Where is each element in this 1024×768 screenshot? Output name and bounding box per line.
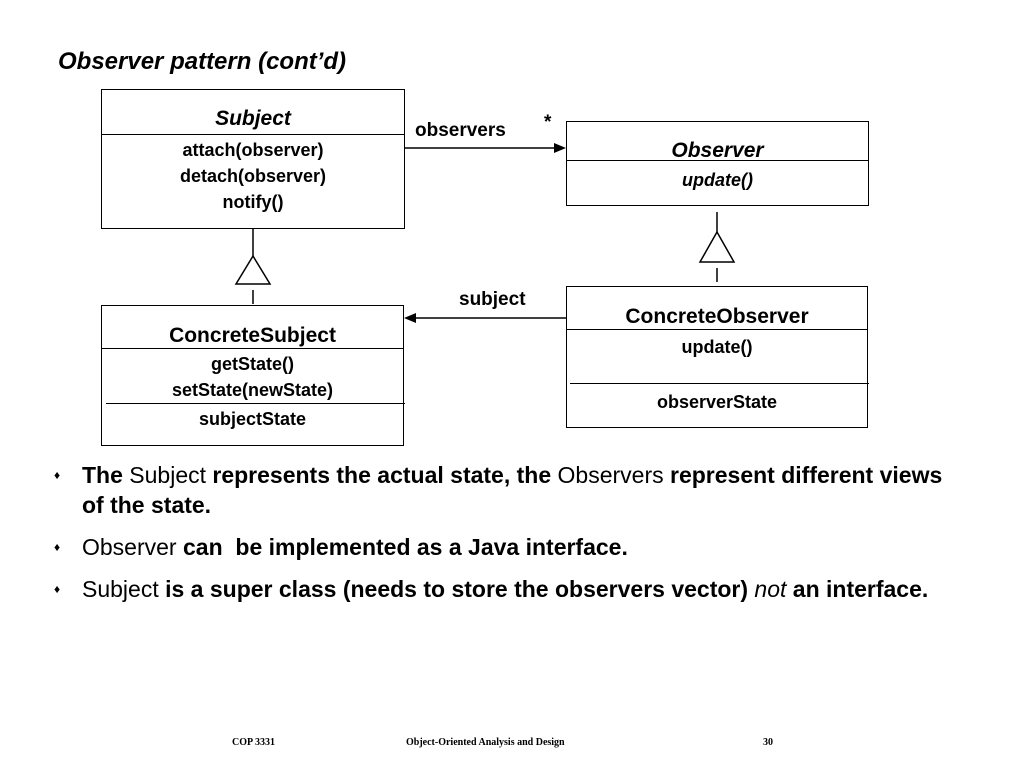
bullet-text: can be implemented as a Java interface.: [176, 534, 628, 560]
concrete-observer-divider: [570, 383, 869, 384]
bullet-text: is a super class (needs to store the obs…: [158, 576, 755, 602]
slide-title: Observer pattern (cont’d): [58, 48, 347, 75]
diamond-bullet-icon: ♦: [54, 540, 61, 554]
concrete-subject-divider: [106, 403, 405, 404]
subject-operation: attach(observer): [182, 140, 324, 160]
subject-operation: detach(observer): [179, 166, 327, 186]
footer-course-title: Object-Oriented Analysis and Design: [406, 737, 565, 748]
uml-connectors: [234, 143, 736, 323]
bullet-text: Observers: [557, 462, 664, 488]
concrete-subject-attribute: subjectState: [198, 409, 307, 429]
concrete-subject-class-name: ConcreteSubject: [169, 324, 336, 347]
observer-generalization-triangle: [698, 230, 736, 263]
observers-arrowhead: [554, 143, 566, 153]
bullet-text: not: [754, 576, 787, 602]
subject-arrowhead: [404, 313, 416, 323]
concrete-observer-attribute: observerState: [656, 392, 778, 412]
subject-class-box: Subject attach(observer) detach(observer…: [101, 89, 405, 229]
footer-page-number: 30: [763, 737, 773, 748]
diamond-bullet-icon: ♦: [54, 468, 61, 482]
bullet-text: represent different views of the state.: [82, 462, 943, 518]
subject-generalization-triangle: [234, 254, 272, 285]
footer-course-code: COP 3331: [232, 737, 276, 748]
bullet-text: Subject: [129, 462, 206, 488]
bullet-text: an interface.: [786, 576, 929, 602]
bullet-text: Observer: [82, 534, 177, 560]
bullet-item: ♦ Observer can be implemented as a Java i…: [50, 532, 970, 562]
observers-association-label: observers: [415, 120, 506, 141]
subject-operation: notify(): [222, 192, 284, 212]
observer-divider: [567, 160, 868, 161]
observers-multiplicity: *: [544, 112, 552, 133]
concrete-observer-class-box: ConcreteObserver update() observerState: [566, 286, 869, 428]
concrete-subject-operation: getState(): [210, 354, 294, 374]
bullet-text: Subject: [82, 576, 159, 602]
diamond-bullet-icon: ♦: [54, 582, 61, 596]
concrete-observer-class-name: ConcreteObserver: [625, 305, 809, 328]
concrete-subject-divider: [102, 348, 403, 349]
observer-class-name: Observer: [671, 139, 764, 162]
bullet-text: The: [82, 462, 130, 488]
bullet-list: ♦ The Subject represents the actual state…: [50, 460, 970, 616]
subject-divider: [102, 134, 404, 135]
bullet-item: ♦ The Subject represents the actual state…: [50, 460, 970, 520]
concrete-observer-operation: update(): [681, 337, 753, 357]
bullet-text: represents the actual state, the: [206, 462, 558, 488]
concrete-observer-divider: [567, 329, 867, 330]
observer-operation: update(): [682, 170, 753, 190]
subject-association-label: subject: [459, 289, 526, 310]
concrete-subject-class-box: ConcreteSubject getState() setState(newS…: [101, 305, 405, 446]
observer-class-box: Observer update(): [566, 121, 869, 206]
bullet-item: ♦ Subject is a super class (needs to stor…: [50, 574, 970, 604]
subject-class-name: Subject: [215, 107, 291, 130]
concrete-subject-operation: setState(newState): [171, 380, 334, 400]
